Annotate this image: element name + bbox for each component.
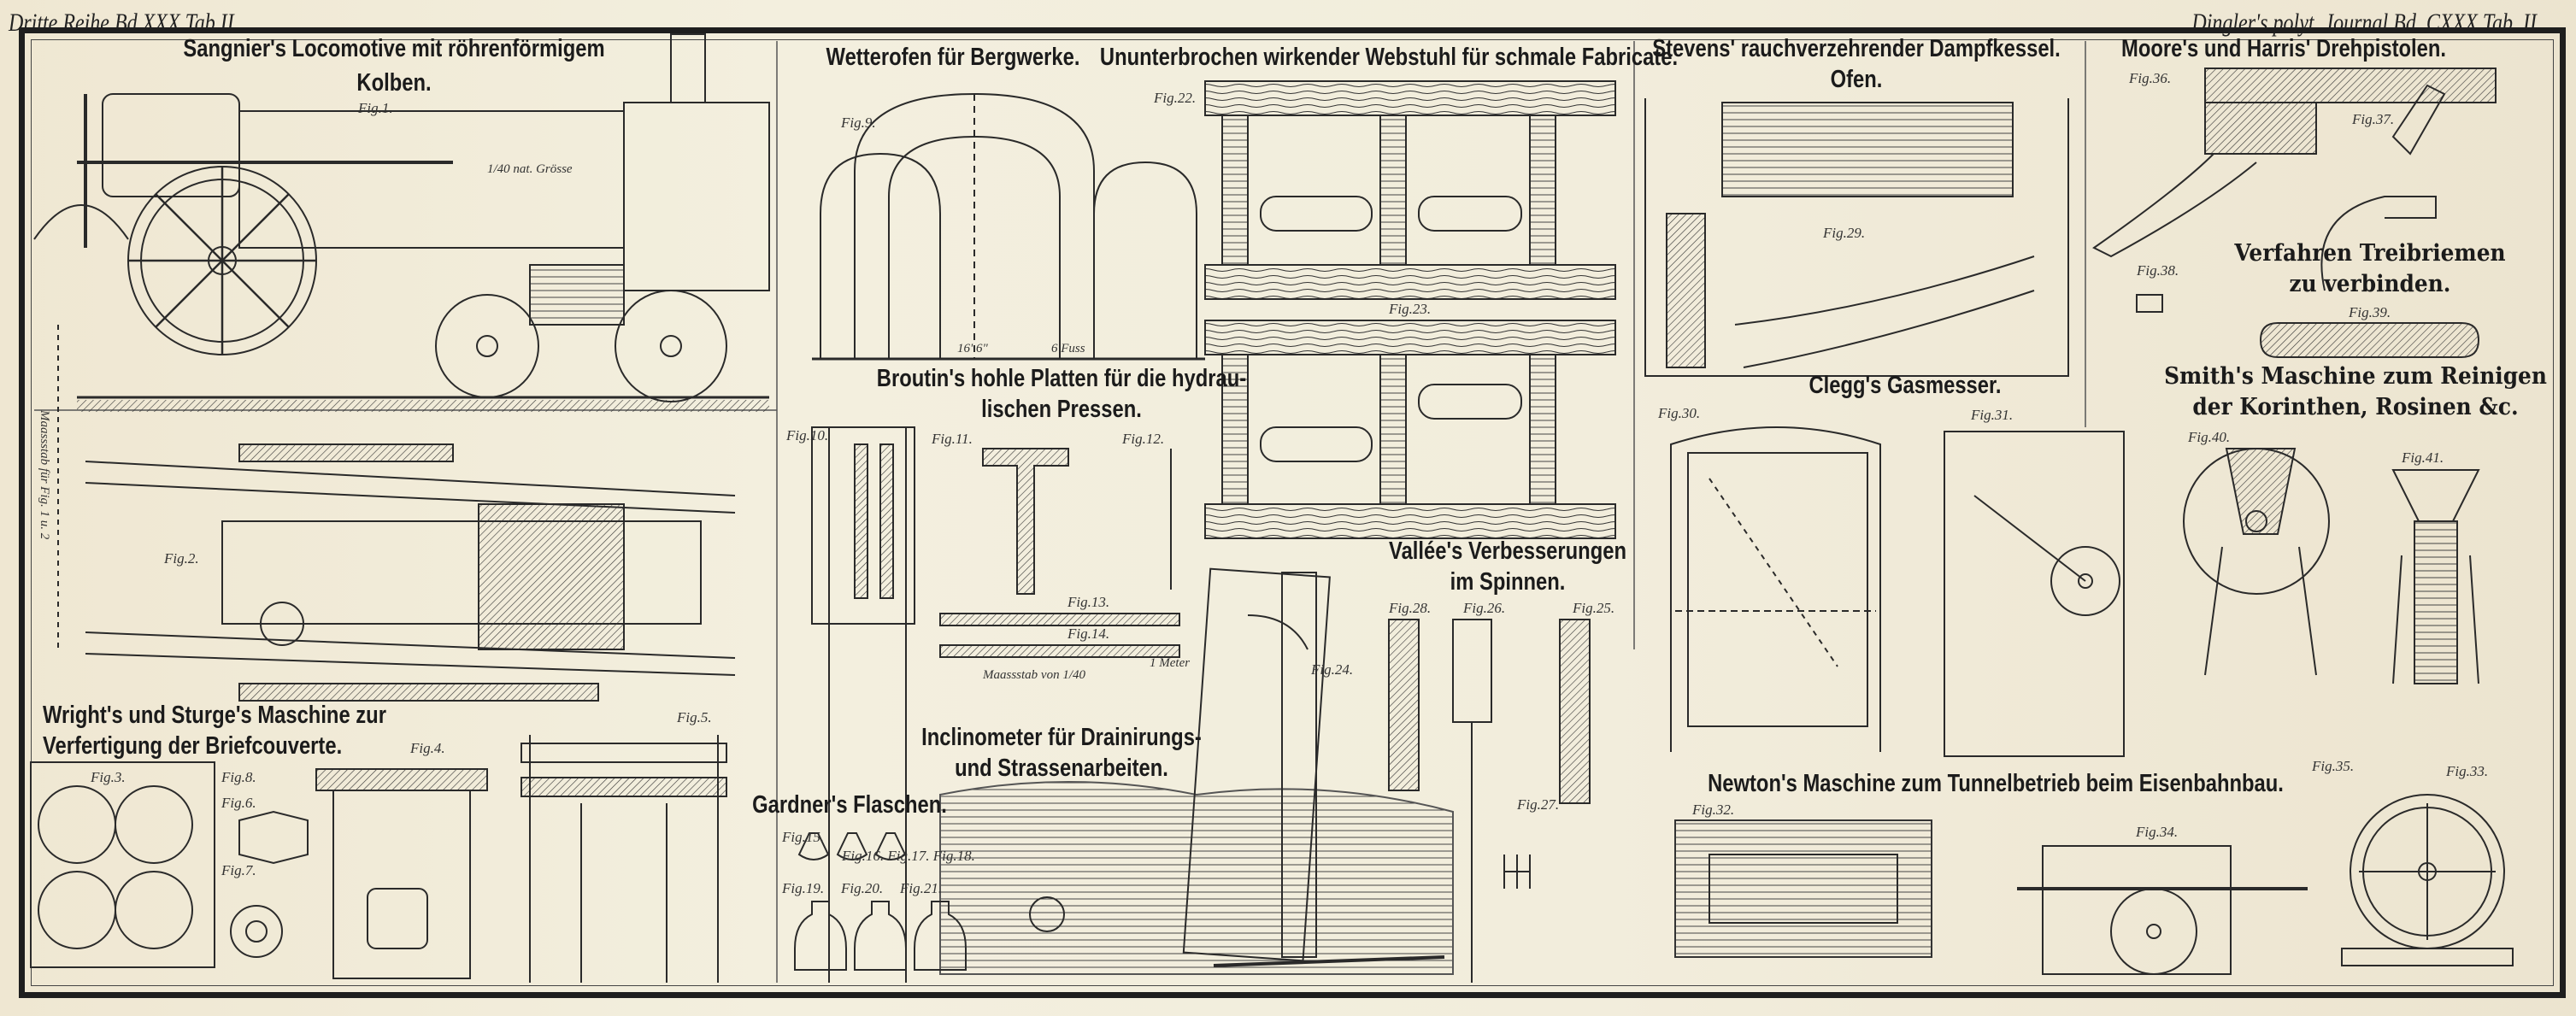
title-gardner-bottles: Gardner's Flaschen. [752,791,947,819]
tunnel-machine-drawing [1674,794,2514,975]
title-treibriemen: Verfahren Treibriemen [2234,240,2506,267]
fig-label: Fig.31. [1971,407,2014,423]
fig-label: Fig.20. [841,880,884,896]
scale-note-meter: 1 Meter [1150,656,1191,670]
fig-label: Fig.37. [2352,111,2395,127]
fig-label: Fig.7. [221,862,256,878]
fig-label: Fig.13. [1067,594,1110,610]
fig-label: Fig.1. [358,100,393,116]
fig-label: Fig.38. [2137,262,2179,279]
fig-label: Fig.28. [1389,600,1432,616]
locomotive-plan-drawing [57,325,736,702]
fig-label: Fig.6. [221,795,256,811]
bottles-drawing [794,832,967,971]
fig-label: Fig.15. [782,829,825,845]
title-broutin-plates-line2: lischen Pressen. [981,396,1142,423]
fig-label: Fig.29. [1823,225,1866,241]
title-webstuhl: Ununterbrochen wirkender Webstuhl für sc… [1099,44,1679,71]
title-smith-machine: Smith's Maschine zum Reinigen [2164,363,2547,390]
title-inclinometer-line2: und Strassenarbeiten. [955,755,1168,782]
title-inclinometer: Inclinometer für Drainirungs- [921,724,1202,751]
title-wright-sturge: Wright's und Sturge's Maschine zur [43,702,386,729]
fig-label: Fig.4. [410,740,445,756]
fig-label: Fig.33. [2446,763,2489,779]
fig-label: Fig.21. [900,880,943,896]
title-smith-machine-line2: der Korinthen, Rosinen &c. [2192,394,2519,420]
title-sangnier-locomotive: Sangnier's Locomotive mit röhrenförmigem [183,35,605,62]
title-sangnier-locomotive-line2: Kolben. [356,69,432,97]
title-wetterofen: Wetterofen für Bergwerke. [826,44,1080,71]
fig-label: Fig.9. [841,115,876,131]
fig-label: Fig.5. [677,709,712,725]
fig-label: Fig.22. [1154,90,1197,106]
mine-furnace-drawing [812,92,1205,361]
inclinometer-drawing [939,567,1454,975]
gas-meter-drawing [1670,426,2125,757]
title-moore-harris-pistols: Moore's und Harris' Drehpistolen. [2121,35,2446,62]
fig-label: Fig.41. [2402,449,2444,466]
spinning-spindles-drawing [1388,619,1591,983]
revolver-drawing [2092,68,2497,313]
envelope-machine-drawing [30,735,727,983]
fig-label: Fig.8. [221,769,256,785]
fig-label: Fig.14. [1067,625,1110,642]
scale-note-locomotive: 1/40 nat. Grösse [487,162,573,176]
title-vallee-spinning-line2: im Spinnen. [1450,568,1566,596]
locomotive-drawing [33,33,770,412]
loom-drawing [1204,80,1616,539]
belt-joint-drawing [2259,322,2480,358]
title-treibriemen-line2: zu verbinden. [2289,271,2451,297]
plate-inner-frame [31,39,2554,986]
plate-frame [19,27,2566,998]
fig-label: Fig.23. [1389,301,1432,317]
fig-label: Fig.12. [1122,431,1165,447]
fig-label: Fig.35. [2312,758,2355,774]
fig-label: Fig.3. [91,769,126,785]
fig-label: Fig.19. [782,880,825,896]
fig-label: Fig.24. [1311,661,1354,678]
title-stevens-boiler: Stevens' rauchverzehrender Dampfkessel. [1652,35,2061,62]
fig-label: Fig.27. [1517,796,1560,813]
fig-label: Fig.40. [2188,429,2231,445]
fig-label: Fig.10. [786,427,829,443]
scale-note-side: Maassstab für Fig. 1 u. 2 [38,410,51,540]
fig-label: Fig.39. [2349,304,2391,320]
fig-label: Fig.2. [164,550,199,567]
fig-label: Fig.34. [2136,824,2179,840]
fig-label: Fig.26. [1463,600,1506,616]
title-vallee-spinning: Vallée's Verbesserungen [1389,537,1626,565]
fig-label: Fig.30. [1658,405,1701,421]
hydraulic-press-plates-drawing [811,426,1180,983]
fig-label: Fig.32. [1692,802,1735,818]
fig-label: Fig.16. Fig.17. Fig.18. [842,848,975,864]
currant-cleaner-drawing [2183,448,2480,684]
fig-label: Fig.25. [1573,600,1615,616]
fig-label: Fig.36. [2129,70,2172,86]
dimension-note-wetterofen: 16' 6" [957,342,988,355]
title-broutin-plates: Broutin's hohle Platten für die hydrau- [876,365,1247,392]
title-clegg-gas-meter: Clegg's Gasmesser. [1808,372,2002,399]
boiler-drawing [1644,98,2069,377]
scale-note-fuss: 6 Fuss [1051,342,1085,355]
fig-label: Fig.11. [932,431,973,447]
scale-note-inclinometer: Maassstab von 1/40 [983,668,1085,682]
title-stevens-boiler-line2: Ofen. [1830,66,1883,93]
title-wright-sturge-line2: Verfertigung der Briefcouverte. [43,732,343,760]
title-newton-tunnel: Newton's Maschine zum Tunnelbetrieb beim… [1708,770,2284,797]
